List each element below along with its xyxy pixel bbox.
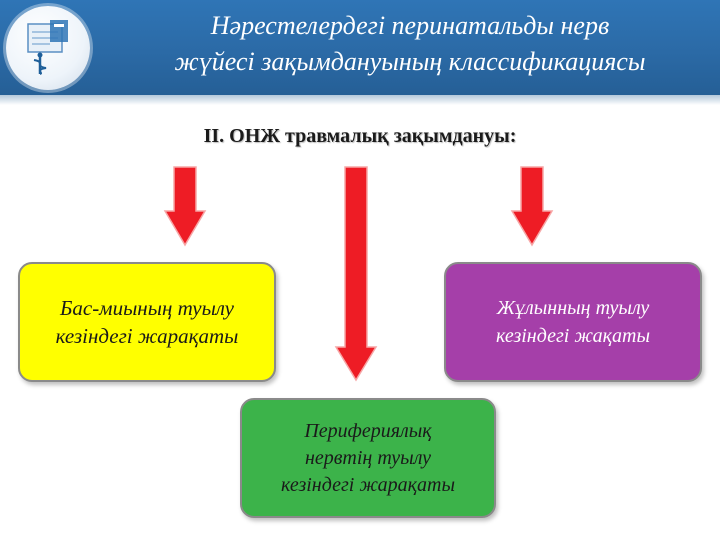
- down-arrow-icon: [334, 166, 378, 382]
- box-line: кезіндегі жақаты: [495, 325, 651, 347]
- logo-graphic: [27, 20, 68, 75]
- down-arrow-icon: [163, 166, 207, 247]
- brain-birth-injury-box: Бас-миының туылу кезіндегі жарақаты: [18, 262, 276, 382]
- peripheral-nerve-injury-box: Перифериялық нервтің туылу кезіндегі жар…: [240, 398, 496, 518]
- box-line: нервтің туылу: [304, 446, 432, 469]
- spinal-birth-injury-box: Жұлынның туылу кезіндегі жақаты: [444, 262, 702, 382]
- header-shadow: [0, 95, 720, 105]
- title-line-1: Нәрестелердегі перинатальды нерв: [210, 11, 610, 40]
- box-line: Жұлынның туылу: [496, 297, 650, 319]
- box-line: кезіндегі жарақаты: [55, 324, 239, 348]
- down-arrow-icon: [510, 166, 554, 247]
- title-line-2: жүйесі зақымдануының классификациясы: [174, 47, 646, 76]
- box-line: Перифериялық: [304, 419, 432, 442]
- section-heading: ІІ. ОНЖ травмалық зақымдануы:: [203, 125, 517, 147]
- medical-logo-icon: [6, 6, 90, 90]
- header-banner: Нәрестелердегі перинатальды нерв жүйесі …: [0, 0, 720, 95]
- box-line: кезіндегі жарақаты: [280, 473, 456, 496]
- page-title: Нәрестелердегі перинатальды нерв жүйесі …: [110, 8, 710, 80]
- box-line: Бас-миының туылу: [59, 296, 235, 320]
